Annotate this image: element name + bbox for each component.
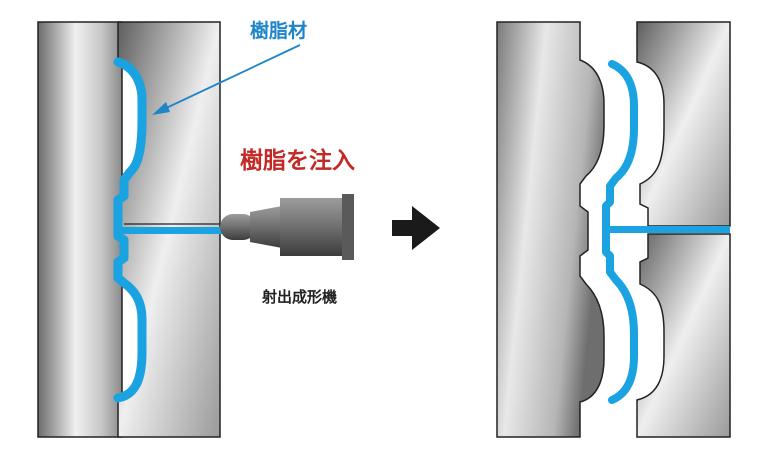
molded-resin-sprue bbox=[610, 226, 730, 233]
injection-machine-label: 射出成形機 bbox=[262, 288, 338, 306]
molded-resin-part bbox=[602, 60, 638, 404]
injection-nozzle bbox=[220, 194, 354, 260]
resin-label: 樹脂材 bbox=[250, 20, 308, 42]
open-left-mold-half bbox=[496, 21, 605, 438]
resin-pointer bbox=[152, 44, 301, 115]
resin-cavity-fill bbox=[113, 57, 147, 403]
open-right-mold-lower bbox=[636, 233, 731, 438]
right-arrow-icon bbox=[392, 206, 440, 250]
open-mold bbox=[496, 21, 731, 438]
open-right-mold-upper bbox=[636, 21, 731, 227]
left-mold-half bbox=[37, 21, 123, 438]
resin-sprue bbox=[120, 227, 224, 234]
inject-resin-label: 樹脂を注入 bbox=[240, 148, 355, 174]
closed-mold bbox=[37, 21, 224, 438]
